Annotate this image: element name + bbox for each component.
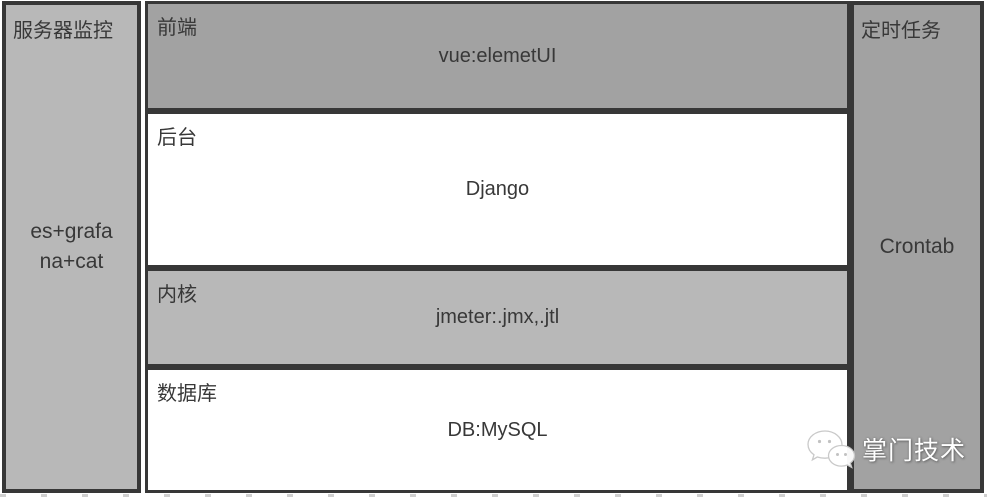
right-panel-body: Crontab	[879, 235, 955, 258]
watermark-text: 掌门技术	[862, 437, 967, 465]
left-panel-title: 服务器监控	[13, 20, 113, 42]
block-frontend-value: vue:elemetUI	[438, 44, 557, 67]
right-panel-title: 定时任务	[861, 20, 941, 42]
wechat-icon	[807, 430, 856, 469]
panel-server-monitoring: 服务器监控 es+grafa na+cat	[2, 1, 141, 493]
block-core-value: jmeter:.jmx,.jtl	[435, 306, 560, 328]
panel-scheduled-tasks: 定时任务 Crontab	[850, 1, 984, 493]
block-core: 内核 jmeter:.jmx,.jtl	[145, 268, 850, 367]
block-database: 数据库 DB:MySQL	[145, 367, 850, 493]
block-backend-label: 后台	[157, 127, 197, 149]
block-backend: 后台 Django	[145, 111, 850, 268]
block-database-value: DB:MySQL	[447, 418, 548, 441]
block-frontend-label: 前端	[157, 17, 197, 39]
block-core-label: 内核	[157, 284, 197, 306]
block-frontend: 前端 vue:elemetUI	[145, 1, 850, 111]
bottom-tick-marks	[0, 494, 987, 497]
left-panel-body: es+grafa na+cat	[30, 220, 113, 273]
block-backend-value: Django	[465, 178, 530, 200]
block-database-label: 数据库	[157, 383, 217, 405]
watermark: 掌门技术	[804, 428, 966, 470]
